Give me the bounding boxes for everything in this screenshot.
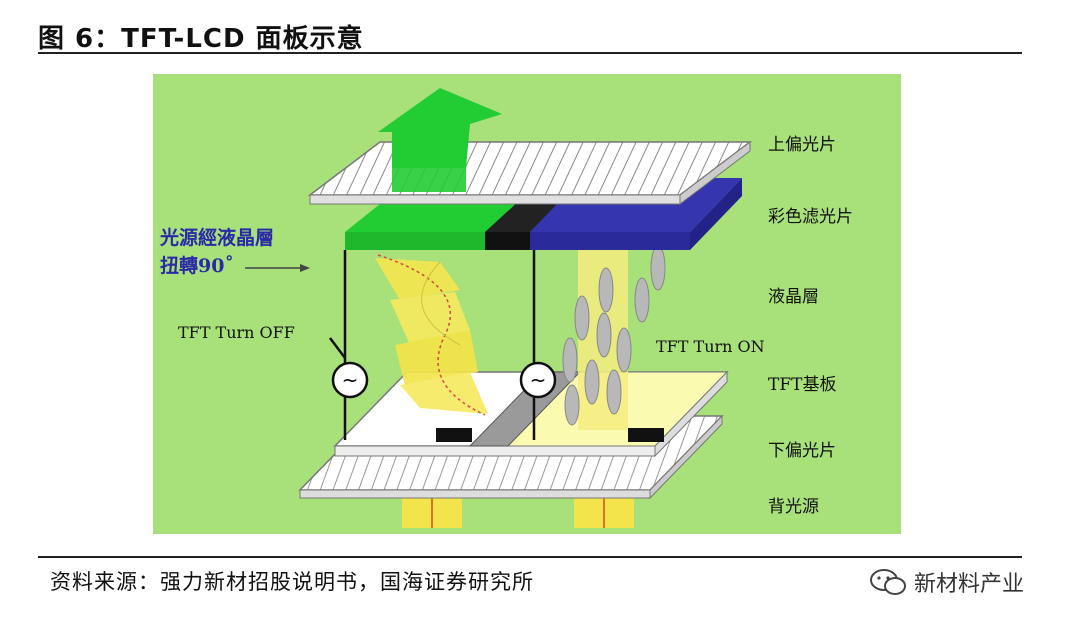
label-backlight: 背光源 bbox=[768, 497, 819, 517]
circuit-wires bbox=[329, 250, 536, 440]
ac-source-left: ~ bbox=[331, 361, 369, 399]
twist-annotation-line1: 光源經液晶層 bbox=[159, 226, 274, 249]
bottom-rule bbox=[38, 556, 1022, 558]
svg-text:~: ~ bbox=[342, 368, 359, 392]
upper-polarizer-layer bbox=[307, 140, 753, 206]
twist-annotation-line2: 扭轉90˚ bbox=[160, 254, 234, 277]
green-light-arrow bbox=[378, 88, 502, 192]
label-liquid-crystal: 液晶層 bbox=[768, 287, 819, 307]
label-tft-substrate: TFT基板 bbox=[768, 375, 836, 395]
figure-title: 图 6：TFT-LCD 面板示意 bbox=[38, 24, 364, 54]
twist-arrow bbox=[245, 264, 310, 272]
label-upper-polarizer: 上偏光片 bbox=[768, 135, 836, 155]
tft-on-label: TFT Turn ON bbox=[656, 337, 765, 356]
twisted-liquid-crystal bbox=[375, 254, 488, 416]
wechat-icon bbox=[870, 569, 906, 595]
svg-text:~: ~ bbox=[530, 368, 547, 392]
source-note: 资料来源：强力新材招股说明书，国海证券研究所 bbox=[50, 570, 534, 594]
watermark: 新材料产业 bbox=[868, 566, 1024, 598]
aligned-liquid-crystal bbox=[562, 245, 666, 430]
label-color-filter: 彩色滤光片 bbox=[768, 207, 853, 227]
tft-off-label: TFT Turn OFF bbox=[178, 323, 295, 342]
label-lower-polarizer: 下偏光片 bbox=[768, 441, 836, 461]
ac-source-right: ~ bbox=[519, 361, 557, 399]
top-rule bbox=[38, 52, 1022, 54]
watermark-text: 新材料产业 bbox=[914, 572, 1025, 597]
